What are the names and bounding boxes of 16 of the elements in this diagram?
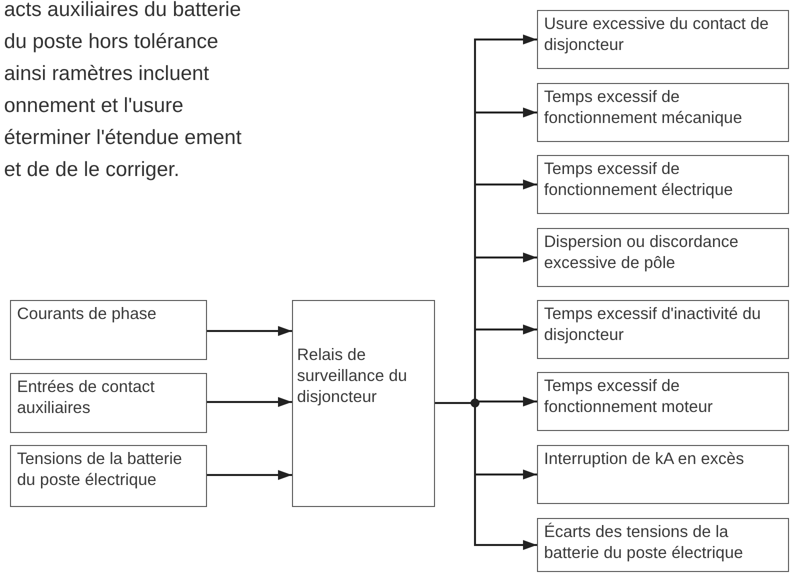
process-box: Écarts des tensions de la batterie du poste électrique xyxy=(537,518,789,572)
process-box: Temps excessif de fonctionnement mécanique xyxy=(537,83,789,142)
process-box: Usure excessive du contact de disjoncteur xyxy=(537,10,789,69)
relay-box: Relais de surveillance du disjoncteur xyxy=(292,300,435,507)
process-box: Courants de phase xyxy=(10,300,207,360)
process-box: Temps excessif d'inactivité du disjoncteur xyxy=(537,300,789,359)
process-box: Interruption de kA en excès xyxy=(537,445,789,504)
process-box: Temps excessif de fonctionnement moteur xyxy=(537,372,789,431)
process-box: Entrées de contact auxiliaires xyxy=(10,373,207,433)
process-box: Tensions de la batterie du poste électrique xyxy=(10,445,207,507)
process-box: Dispersion ou discordance excessive de pôle xyxy=(537,228,789,287)
arrow xyxy=(207,397,292,407)
arrow xyxy=(207,470,292,480)
paragraph-text: acts auxiliaires du batterie du poste hors tolérance ainsi ramètres incluent onnement et l'usure éterminer l'étendue ement et de de le corriger. xyxy=(4,0,243,183)
arrow xyxy=(207,326,292,336)
process-box: Temps excessif de fonctionnement électrique xyxy=(537,155,789,214)
